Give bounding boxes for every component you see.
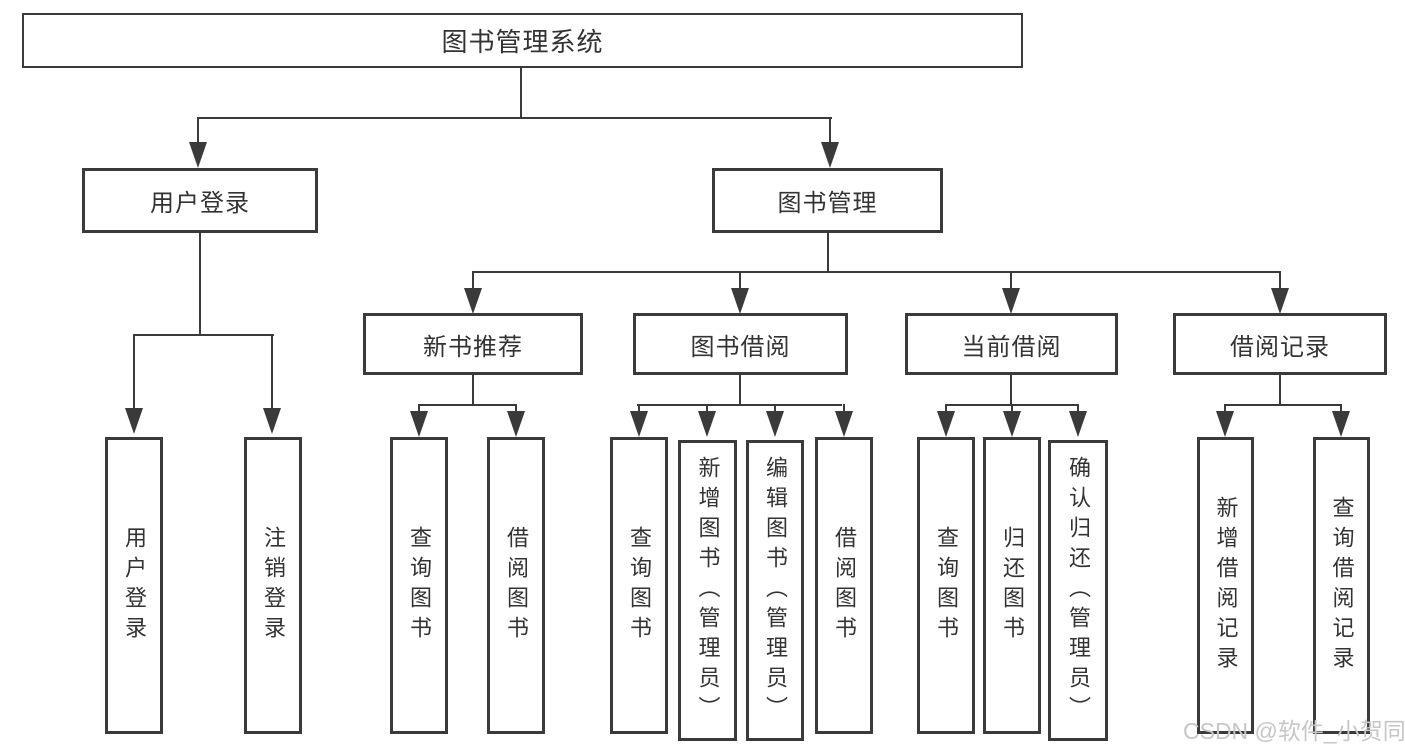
leaf-nb-borrow-book: 借阅图书	[487, 437, 545, 734]
connector-group1-hline	[418, 404, 517, 406]
connector-arrow-shaft	[472, 271, 474, 291]
node-root-label: 图书管理系统	[441, 27, 604, 57]
connector-arrow-shaft	[418, 404, 420, 414]
connector-arrow-shaft	[515, 404, 517, 414]
arrow-down-icon	[630, 411, 648, 437]
connector-group4-hline	[1224, 404, 1342, 406]
node-current-borrow: 当前借阅	[905, 313, 1118, 375]
arrow-down-icon	[1002, 288, 1020, 314]
leaf-cb-query-book: 查询图书	[917, 437, 975, 734]
connector-arrow-shaft-login	[197, 117, 199, 144]
connector-arrow-shaft	[774, 404, 776, 414]
leaf-br-query-record-label: 查询借阅记录	[1329, 495, 1355, 676]
leaf-br-add-record: 新增借阅记录	[1197, 437, 1254, 734]
arrow-down-icon	[189, 142, 207, 168]
node-borrow-record: 借阅记录	[1173, 313, 1387, 375]
node-borrow-record-label: 借阅记录	[1230, 333, 1330, 361]
arrow-down-icon	[1003, 411, 1021, 437]
connector-arrow-shaft	[945, 404, 947, 414]
connector-arrow-shaft	[133, 334, 135, 410]
arrow-down-icon	[766, 411, 784, 437]
node-new-book-recommend-label: 新书推荐	[423, 333, 523, 361]
connector-group4-stem	[1279, 375, 1281, 406]
arrow-down-icon	[1332, 411, 1350, 437]
connector-arrow-shaft	[1340, 404, 1342, 414]
node-current-borrow-label: 当前借阅	[961, 333, 1062, 361]
arrow-down-icon	[1069, 411, 1087, 437]
leaf-cb-return-book-label: 归还图书	[1000, 525, 1025, 646]
connector-arrow-shaft	[1077, 404, 1079, 414]
leaf-user-login: 用户登录	[105, 437, 163, 734]
connector-arrow-shaft	[1011, 404, 1013, 414]
arrow-down-icon	[410, 411, 428, 437]
leaf-nb-query-book: 查询图书	[390, 437, 448, 734]
node-book-borrow: 图书借阅	[633, 313, 848, 375]
node-book-borrow-label: 图书借阅	[690, 333, 791, 361]
connector-arrow-shaft-mgmt	[829, 117, 831, 144]
csdn-watermark: CSDN @软件_小贺同学	[1183, 718, 1405, 744]
leaf-cb-confirm-return-admin-label: 确认归还（管理员）	[1066, 455, 1091, 726]
connector-arrow-shaft	[706, 404, 708, 414]
connector-arrow-shaft	[271, 334, 273, 410]
node-book-mgmt-branch-label: 图书管理	[777, 190, 878, 217]
arrow-down-icon	[464, 288, 482, 314]
arrow-down-icon	[821, 142, 839, 168]
connector-l1-hline	[197, 117, 832, 119]
node-user-login-branch: 用户登录	[82, 168, 318, 233]
leaf-bb-edit-book-admin-label: 编辑图书（管理员）	[763, 455, 788, 726]
connector-group1-stem	[472, 375, 474, 406]
connector-login-stem	[199, 233, 201, 336]
leaf-logout-label: 注销登录	[261, 525, 286, 646]
leaf-bb-borrow-book-label: 借阅图书	[832, 525, 857, 646]
leaf-nb-borrow-book-label: 借阅图书	[504, 525, 529, 646]
arrow-down-icon	[937, 411, 955, 437]
arrow-down-icon	[1216, 411, 1234, 437]
arrow-down-icon	[698, 411, 716, 437]
connector-login-hline	[133, 334, 274, 336]
leaf-bb-query-book: 查询图书	[610, 437, 668, 734]
leaf-br-add-record-label: 新增借阅记录	[1213, 495, 1239, 676]
leaf-bb-edit-book-admin: 编辑图书（管理员）	[746, 440, 804, 741]
node-root-library-system: 图书管理系统	[22, 13, 1023, 68]
connector-arrow-shaft	[1224, 404, 1226, 414]
connector-root-stem	[520, 68, 522, 118]
connector-l2-hline	[472, 271, 1281, 273]
connector-arrow-shaft	[1010, 271, 1012, 291]
node-new-book-recommend: 新书推荐	[363, 313, 583, 375]
leaf-cb-query-book-label: 查询图书	[934, 525, 959, 646]
node-book-mgmt-branch: 图书管理	[712, 168, 943, 233]
leaf-bb-add-book-admin-label: 新增图书（管理员）	[695, 455, 721, 726]
arrow-down-icon	[1271, 288, 1289, 314]
leaf-br-query-record: 查询借阅记录	[1313, 437, 1370, 734]
arrow-down-icon	[507, 411, 525, 437]
connector-arrow-shaft	[739, 271, 741, 291]
leaf-bb-add-book-admin: 新增图书（管理员）	[678, 440, 737, 741]
connector-arrow-shaft	[843, 404, 845, 414]
connector-mgmt-stem	[827, 233, 829, 273]
leaf-cb-return-book: 归还图书	[983, 437, 1041, 734]
leaf-logout: 注销登录	[244, 437, 302, 734]
leaf-bb-query-book-label: 查询图书	[627, 525, 652, 646]
node-user-login-branch-label: 用户登录	[150, 190, 250, 217]
leaf-user-login-label: 用户登录	[122, 525, 147, 646]
arrow-down-icon	[263, 408, 281, 434]
connector-arrow-shaft	[638, 404, 640, 414]
leaf-cb-confirm-return-admin: 确认归还（管理员）	[1048, 440, 1108, 741]
connector-arrow-shaft	[1279, 271, 1281, 291]
connector-group2-hline	[637, 404, 842, 406]
leaf-bb-borrow-book: 借阅图书	[815, 437, 873, 734]
arrow-down-icon	[835, 411, 853, 437]
leaf-nb-query-book-label: 查询图书	[407, 525, 432, 646]
connector-group3-stem	[1010, 375, 1012, 406]
arrow-down-icon	[125, 408, 143, 434]
arrow-down-icon	[731, 288, 749, 314]
connector-group2-stem	[739, 375, 741, 406]
